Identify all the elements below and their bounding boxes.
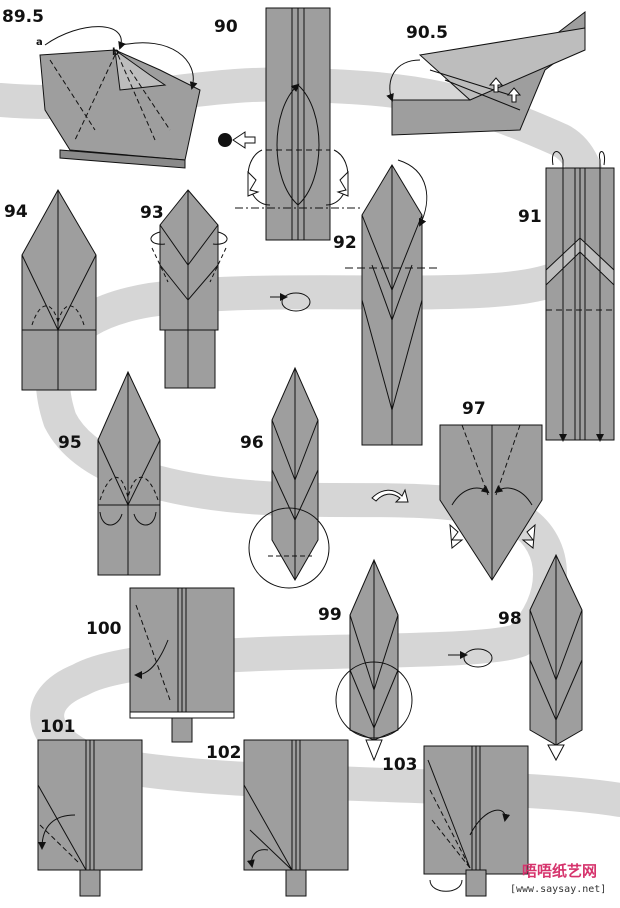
- step-label-103: 103: [382, 755, 418, 775]
- step-label-90-5: 90.5: [406, 23, 448, 43]
- step-label-92: 92: [333, 233, 357, 253]
- step-label-95: 95: [58, 433, 82, 453]
- step-label-99: 99: [318, 605, 342, 625]
- step-95-model: [97, 370, 161, 576]
- squash-arrow-icon: [247, 170, 349, 197]
- step-99-model: [335, 558, 413, 762]
- step-label-93: 93: [140, 203, 164, 223]
- step-94-model: [21, 188, 97, 391]
- watermark-url: [www.saysay.net]: [510, 884, 606, 895]
- step-103-model: [423, 745, 529, 897]
- step-label-91: 91: [518, 207, 542, 227]
- step-102-model: [243, 739, 349, 897]
- step-label-94: 94: [4, 202, 28, 222]
- step-label-98: 98: [498, 609, 522, 629]
- step-97-model: [439, 424, 543, 581]
- step-label-100: 100: [86, 619, 122, 639]
- step-100-model: [129, 587, 235, 743]
- step-label-102: 102: [206, 743, 242, 763]
- point-label-a: a: [36, 37, 43, 48]
- rotate-arrow-icon: [371, 488, 409, 503]
- turn-over-icon: [270, 292, 311, 312]
- step-101-model: [37, 739, 143, 897]
- step-label-89-5: 89.5: [2, 7, 44, 27]
- step-label-97: 97: [462, 399, 486, 419]
- step-90-5-model: [386, 10, 586, 136]
- step-92-model: [345, 159, 440, 446]
- turn-over-icon-2: [448, 648, 493, 668]
- step-label-90: 90: [214, 17, 238, 37]
- step-93-model: [150, 189, 228, 389]
- step-label-101: 101: [40, 717, 76, 737]
- step-96-model: [248, 366, 330, 589]
- step-91-model: [545, 151, 615, 442]
- step-89-5-model: [39, 26, 201, 169]
- step-98-model: [529, 553, 583, 762]
- watermark-brand: 唔唔纸艺网: [522, 862, 597, 880]
- point-label-b: b: [112, 47, 119, 58]
- eye-icon: [218, 131, 256, 149]
- step-label-96: 96: [240, 433, 264, 453]
- step-90-model: [235, 7, 360, 241]
